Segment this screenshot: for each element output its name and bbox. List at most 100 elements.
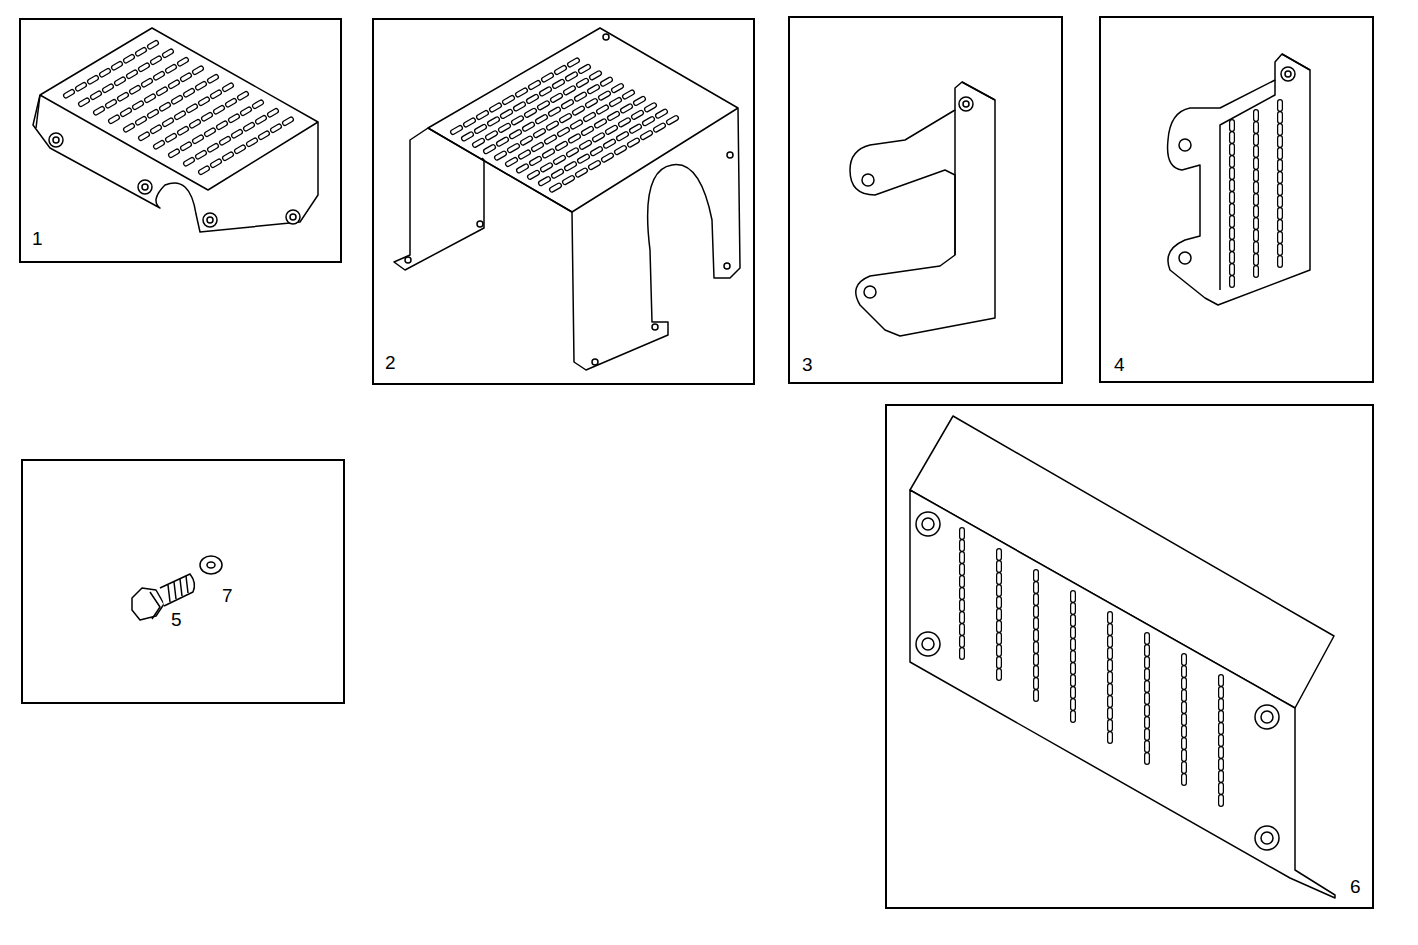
vent-slot (997, 599, 1001, 606)
vent-slot (1230, 266, 1234, 273)
vent-slot (1182, 740, 1186, 747)
vent-slot (541, 179, 548, 183)
vent-slot (656, 126, 663, 130)
vent-slot (1219, 749, 1223, 756)
vent-slot (553, 96, 560, 100)
vent-slot (114, 64, 120, 68)
vent-slot (198, 84, 204, 88)
vent-slot (195, 69, 201, 73)
vent-slot (186, 160, 192, 164)
vent-slot (1033, 572, 1039, 579)
vent-slot (565, 178, 572, 182)
vent-slot (1229, 266, 1235, 273)
vent-slot (1229, 182, 1235, 189)
vent-slot (621, 120, 628, 124)
vent-slot (1277, 198, 1283, 205)
vent-slot (1107, 638, 1113, 645)
vent-slot (488, 133, 495, 137)
vent-slot (273, 127, 279, 131)
vent-slot (156, 74, 162, 78)
vent-slot (1230, 134, 1234, 141)
vent-slot (1145, 743, 1149, 750)
vent-slot (997, 551, 1001, 558)
vent-slot (579, 81, 586, 85)
vent-slot (499, 140, 506, 144)
vent-slot (108, 102, 114, 106)
vent-slot (1181, 728, 1187, 735)
vent-slot (171, 83, 177, 87)
vent-slot (165, 52, 171, 56)
vent-slot (1070, 653, 1076, 660)
vent-slot (590, 87, 597, 91)
vent-slot (1034, 620, 1038, 627)
vent-slot (523, 139, 530, 143)
vent-slot (519, 166, 526, 170)
vent-slot (556, 158, 563, 162)
vent-slot (210, 77, 216, 81)
vent-slot (1144, 755, 1150, 762)
hood-cover (394, 28, 740, 370)
vent-slot (1144, 647, 1150, 654)
vent-slot (505, 98, 512, 102)
vent-slot (123, 111, 129, 115)
vent-slot (518, 91, 525, 95)
vent-slot (1071, 617, 1075, 624)
vent-slot (186, 91, 192, 95)
vent-slot (1145, 731, 1149, 738)
vent-slot (228, 101, 234, 105)
vent-slot (634, 113, 641, 117)
vent-slot (225, 86, 231, 90)
vent-slot (198, 153, 204, 157)
vent-slot (570, 61, 577, 65)
vent-slot (1107, 614, 1113, 621)
vent-slot (647, 105, 654, 109)
vent-slot (1254, 268, 1258, 275)
vent-slot (588, 101, 595, 105)
vent-slot (144, 81, 150, 85)
vent-slot (1253, 124, 1259, 131)
vent-slot (551, 110, 558, 114)
vent-slot (536, 131, 543, 135)
vent-slot (997, 647, 1001, 654)
vent-slot (156, 143, 162, 147)
vent-slot (168, 67, 174, 71)
vent-slot (1071, 677, 1075, 684)
vent-slot (192, 122, 198, 126)
vent-slot (1070, 593, 1076, 600)
vent-slot (1070, 713, 1076, 720)
vent-slot (1181, 680, 1187, 687)
callout-number: 4 (1113, 354, 1126, 376)
vent-slot (150, 112, 156, 116)
vent-slot (529, 97, 536, 101)
vent-slot (1070, 617, 1076, 624)
vent-slot (1218, 737, 1224, 744)
vent-slot (1230, 218, 1234, 225)
vent-slot (632, 127, 639, 131)
vent-slot (1182, 668, 1186, 675)
vent-slot (1033, 632, 1039, 639)
vent-slot (1144, 707, 1150, 714)
vent-slot (556, 158, 563, 162)
vent-slot (1182, 752, 1186, 759)
vent-slot (645, 119, 652, 123)
part-panel: 6 (885, 404, 1374, 909)
vent-slot (1033, 668, 1039, 675)
vent-slot (531, 83, 538, 87)
vent-slot (1278, 162, 1282, 169)
vent-slot (960, 542, 964, 549)
vent-slot (1108, 698, 1112, 705)
vent-slot (150, 43, 156, 47)
vent-slot (1033, 680, 1039, 687)
vent-slot (521, 153, 528, 157)
vent-slot (604, 156, 611, 160)
vent-slot (612, 100, 619, 104)
vent-slot (207, 131, 213, 135)
vent-slot (1218, 725, 1224, 732)
vent-slot (619, 134, 626, 138)
vent-slot (516, 104, 523, 108)
vent-slot (1107, 626, 1113, 633)
vent-slot (555, 82, 562, 86)
vent-slot (1229, 206, 1235, 213)
vent-slot (213, 93, 219, 97)
vent-slot (608, 128, 615, 132)
